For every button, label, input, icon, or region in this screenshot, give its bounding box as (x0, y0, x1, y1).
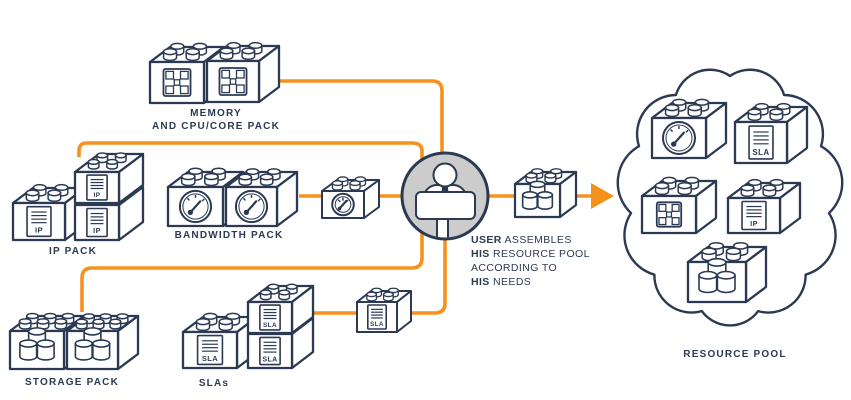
ip-pack-label: IP PACK (49, 246, 97, 257)
document-icon: SLA (748, 125, 774, 160)
user-circle-ring (400, 151, 490, 241)
arrow-icon (591, 183, 614, 209)
sla-pack-label: SLAs (199, 378, 229, 389)
brick-doc-label: IP (35, 226, 43, 235)
bandwidth-unit-brick (321, 176, 380, 219)
document-icon: IP (86, 174, 108, 201)
sla-pack-brick: SLA (181, 312, 259, 370)
cpu-chip-icon (655, 201, 683, 228)
pool-ip-brick: IP (726, 178, 802, 235)
ip-pack-brick: IP (73, 152, 145, 205)
user-head (432, 162, 458, 188)
document-icon: SLA (366, 304, 387, 330)
ip-pack-brick: IP (73, 185, 145, 242)
gauge-icon (178, 189, 213, 224)
assembled-brick (513, 168, 578, 219)
cpu-chip-icon (218, 67, 248, 96)
document-icon: IP (741, 200, 767, 231)
storage-cylinders-icon (74, 327, 111, 361)
storage-cylinders-icon (698, 257, 736, 294)
document-icon: SLA (196, 334, 224, 366)
user-to-storage-line (80, 230, 424, 312)
memory-pack-label: MEMORY (190, 108, 242, 119)
memory-pack-brick (205, 41, 281, 104)
cpu-chip-icon (162, 68, 192, 97)
document-icon: IP (26, 205, 52, 238)
sla-to-user-line (311, 236, 447, 315)
pool-bandwidth-brick (650, 98, 728, 160)
pool-sla-brick: SLA (733, 102, 809, 165)
storage-cylinders-icon (19, 327, 55, 361)
brick-doc-label: SLA (202, 354, 218, 363)
document-icon: SLA (259, 304, 281, 331)
gauge-icon (662, 121, 696, 155)
gauge-icon (331, 192, 355, 217)
user-caption-line1: USER ASSEMBLES (471, 234, 572, 246)
document-icon: IP (86, 207, 108, 238)
memory-to-user-line (277, 79, 444, 154)
bandwidth-pack-label: BANDWIDTH PACK (175, 230, 284, 241)
pool-memory-brick (640, 176, 718, 235)
ip-to-user-line (77, 141, 424, 162)
user-desk (415, 191, 476, 220)
brick-doc-label: SLA (263, 322, 277, 329)
storage-cylinders-icon (521, 180, 554, 210)
sla-pack-brick: SLA (246, 283, 315, 335)
pool-storage-brick (686, 241, 768, 304)
user-figure (400, 151, 490, 241)
gauge-icon (234, 189, 269, 224)
user-desk-stand (436, 218, 449, 238)
user-caption-line2: HIS RESOURCE POOL (471, 248, 590, 260)
brick-doc-label: IP (750, 219, 758, 228)
bandwidth-pack-brick (224, 168, 299, 228)
user-caption-line4: HIS NEEDS (471, 276, 531, 288)
storage-pack-label: STORAGE PACK (25, 377, 119, 388)
storage-pack-brick (65, 313, 140, 371)
user-caption-line3: ACCORDING TO (471, 262, 557, 274)
brick-doc-label: IP (93, 226, 101, 235)
memory-pack-label-line2: AND CPU/CORE PACK (152, 121, 280, 132)
sla-unit-brick: SLA (356, 287, 412, 333)
brick-doc-label: SLA (262, 356, 277, 363)
brick-doc-label: SLA (752, 148, 769, 157)
document-icon: SLA (259, 336, 281, 366)
resource-pool-label: RESOURCE POOL (683, 349, 786, 360)
brick-doc-label: IP (94, 192, 101, 199)
brick-doc-label: SLA (370, 321, 384, 328)
